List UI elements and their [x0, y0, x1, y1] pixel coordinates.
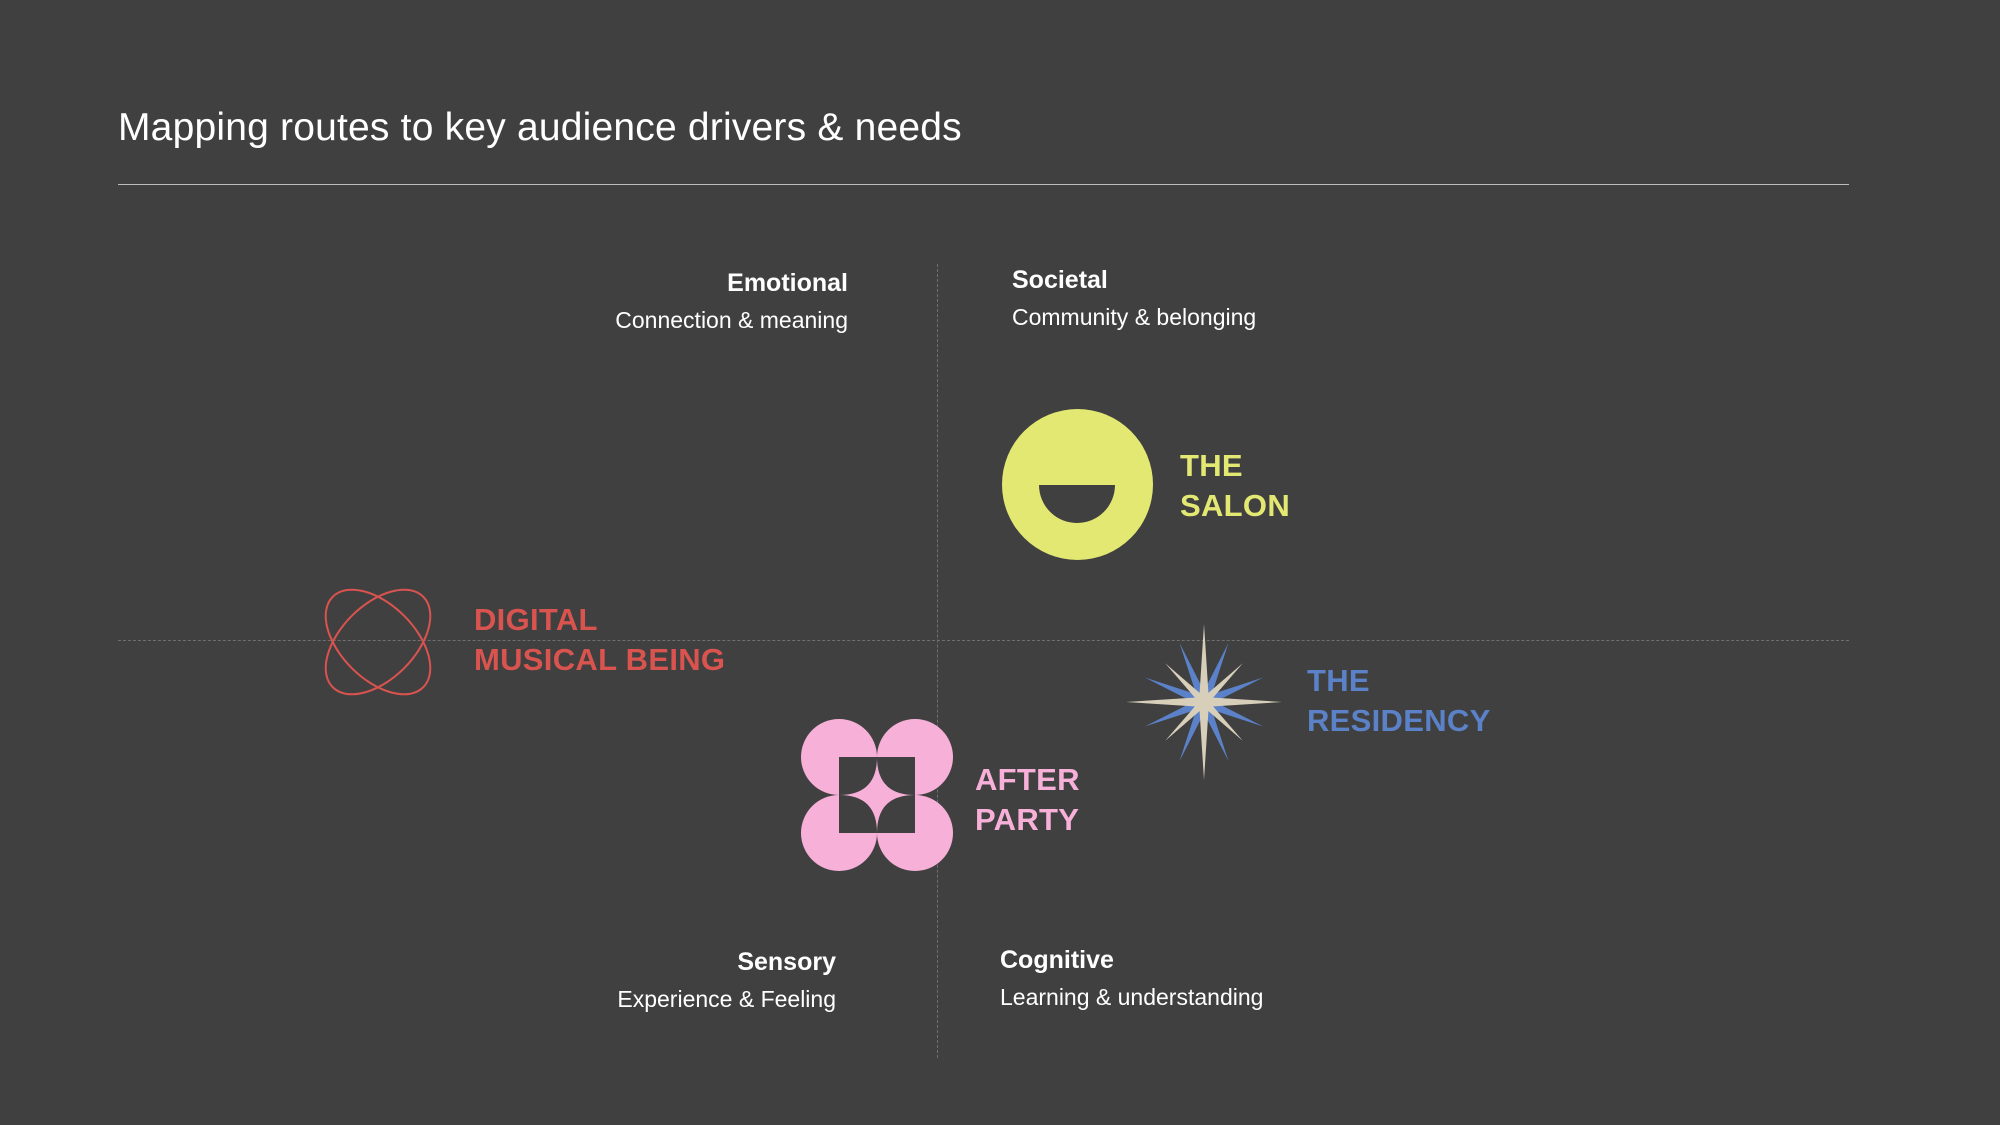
quadrant-sensory: Sensory Experience & Feeling: [617, 944, 836, 1018]
smile-circle-icon: [1002, 409, 1153, 560]
quadrant-emotional: Emotional Connection & meaning: [615, 265, 848, 339]
quadrant-sensory-subheading: Experience & Feeling: [617, 986, 836, 1012]
horizontal-axis: [118, 640, 1849, 641]
compass-star-icon: [1125, 623, 1283, 781]
route-after-party: AFTER PARTY: [975, 760, 1080, 840]
route-the-residency-line2: RESIDENCY: [1307, 703, 1491, 738]
orbit-ellipses-icon: [316, 580, 440, 704]
vertical-axis: [937, 264, 938, 1058]
route-the-residency-line1: THE: [1307, 663, 1370, 698]
route-the-salon-line1: THE: [1180, 448, 1243, 483]
title-divider: [118, 184, 1849, 185]
quadrant-societal-subheading: Community & belonging: [1012, 304, 1257, 330]
route-after-party-line2: PARTY: [975, 802, 1080, 837]
quadrant-emotional-subheading: Connection & meaning: [615, 307, 848, 333]
route-digital-musical-being-line1: DIGITAL: [474, 602, 598, 637]
route-the-residency: THE RESIDENCY: [1307, 661, 1491, 741]
route-the-salon: THE SALON: [1180, 446, 1290, 526]
route-digital-musical-being: DIGITAL MUSICAL BEING: [474, 600, 725, 680]
route-after-party-line1: AFTER: [975, 762, 1080, 797]
quadrant-cognitive-heading: Cognitive: [1000, 946, 1114, 974]
quadrant-societal: Societal Community & belonging: [1012, 262, 1256, 336]
page-title: Mapping routes to key audience drivers &…: [118, 106, 962, 149]
quadrant-cognitive: Cognitive Learning & understanding: [1000, 942, 1263, 1016]
quadrant-sensory-heading: Sensory: [737, 948, 836, 976]
route-digital-musical-being-line2: MUSICAL BEING: [474, 642, 726, 677]
quadrant-societal-heading: Societal: [1012, 266, 1108, 294]
quadrant-emotional-heading: Emotional: [727, 269, 848, 297]
quatrefoil-sparkle-icon: [801, 719, 953, 871]
quadrant-cognitive-subheading: Learning & understanding: [1000, 984, 1264, 1010]
route-the-salon-line2: SALON: [1180, 488, 1290, 523]
